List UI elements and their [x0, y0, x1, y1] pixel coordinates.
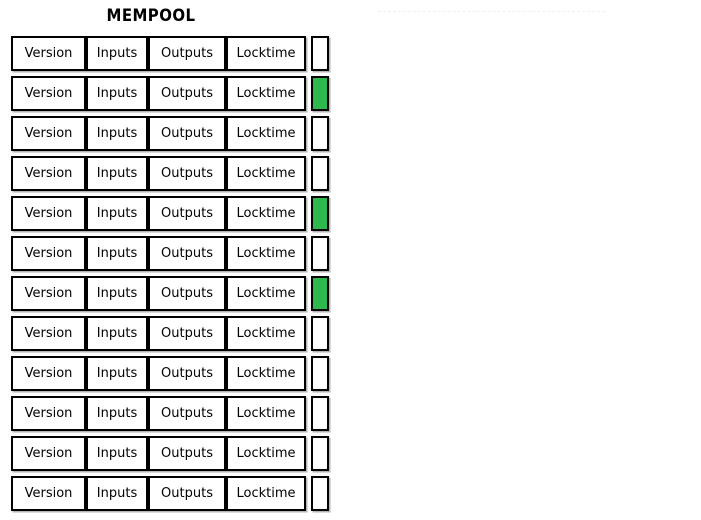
transaction-field-inputs: Inputs	[86, 436, 148, 471]
transaction-field-locktime: Locktime	[226, 396, 306, 431]
transaction-field-locktime: Locktime	[226, 236, 306, 271]
transaction-field-outputs: Outputs	[148, 116, 226, 151]
transaction-field-inputs: Inputs	[86, 36, 148, 71]
transaction-status-confirmed-indicator[interactable]	[311, 276, 329, 311]
transaction-field-version: Version	[11, 236, 86, 271]
transaction-field-version: Version	[11, 356, 86, 391]
transaction-field-outputs: Outputs	[148, 36, 226, 71]
transaction-field-inputs: Inputs	[86, 196, 148, 231]
transaction-field-outputs: Outputs	[148, 436, 226, 471]
transaction-field-outputs: Outputs	[148, 316, 226, 351]
transaction-field-version: Version	[11, 156, 86, 191]
transaction-field-inputs: Inputs	[86, 76, 148, 111]
transaction-status-pending-indicator[interactable]	[311, 436, 329, 471]
transaction-field-version: Version	[11, 116, 86, 151]
transaction-field-inputs: Inputs	[86, 476, 148, 511]
transaction-field-locktime: Locktime	[226, 76, 306, 111]
dashed-guide-line	[378, 11, 605, 12]
transaction-field-inputs: Inputs	[86, 276, 148, 311]
transaction-field-outputs: Outputs	[148, 156, 226, 191]
transaction-field-inputs: Inputs	[86, 156, 148, 191]
transaction-field-version: Version	[11, 476, 86, 511]
transaction-field-version: Version	[11, 76, 86, 111]
transaction-field-inputs: Inputs	[86, 396, 148, 431]
transaction-field-outputs: Outputs	[148, 196, 226, 231]
transaction-field-version: Version	[11, 196, 86, 231]
transaction-field-version: Version	[11, 276, 86, 311]
transaction-field-locktime: Locktime	[226, 36, 306, 71]
transaction-field-version: Version	[11, 36, 86, 71]
transaction-field-locktime: Locktime	[226, 316, 306, 351]
transaction-field-version: Version	[11, 396, 86, 431]
transaction-field-outputs: Outputs	[148, 276, 226, 311]
transaction-status-pending-indicator[interactable]	[311, 36, 329, 71]
transaction-field-inputs: Inputs	[86, 316, 148, 351]
transaction-field-version: Version	[11, 316, 86, 351]
transaction-status-confirmed-indicator[interactable]	[311, 196, 329, 231]
transaction-status-pending-indicator[interactable]	[311, 356, 329, 391]
page-title: MEMPOOL	[106, 6, 196, 26]
transaction-field-locktime: Locktime	[226, 116, 306, 151]
transaction-status-pending-indicator[interactable]	[311, 316, 329, 351]
transaction-field-inputs: Inputs	[86, 236, 148, 271]
transaction-field-outputs: Outputs	[148, 76, 226, 111]
transaction-status-pending-indicator[interactable]	[311, 156, 329, 191]
transaction-field-locktime: Locktime	[226, 276, 306, 311]
transaction-field-outputs: Outputs	[148, 476, 226, 511]
transaction-field-outputs: Outputs	[148, 396, 226, 431]
transaction-field-locktime: Locktime	[226, 476, 306, 511]
transaction-field-outputs: Outputs	[148, 236, 226, 271]
transaction-field-version: Version	[11, 436, 86, 471]
transaction-field-locktime: Locktime	[226, 436, 306, 471]
transaction-status-pending-indicator[interactable]	[311, 116, 329, 151]
transaction-field-locktime: Locktime	[226, 156, 306, 191]
transaction-field-outputs: Outputs	[148, 356, 226, 391]
transaction-status-pending-indicator[interactable]	[311, 476, 329, 511]
transaction-field-locktime: Locktime	[226, 196, 306, 231]
transaction-field-inputs: Inputs	[86, 116, 148, 151]
transaction-field-inputs: Inputs	[86, 356, 148, 391]
transaction-field-locktime: Locktime	[226, 356, 306, 391]
transaction-status-pending-indicator[interactable]	[311, 236, 329, 271]
transaction-status-confirmed-indicator[interactable]	[311, 76, 329, 111]
transaction-status-pending-indicator[interactable]	[311, 396, 329, 431]
